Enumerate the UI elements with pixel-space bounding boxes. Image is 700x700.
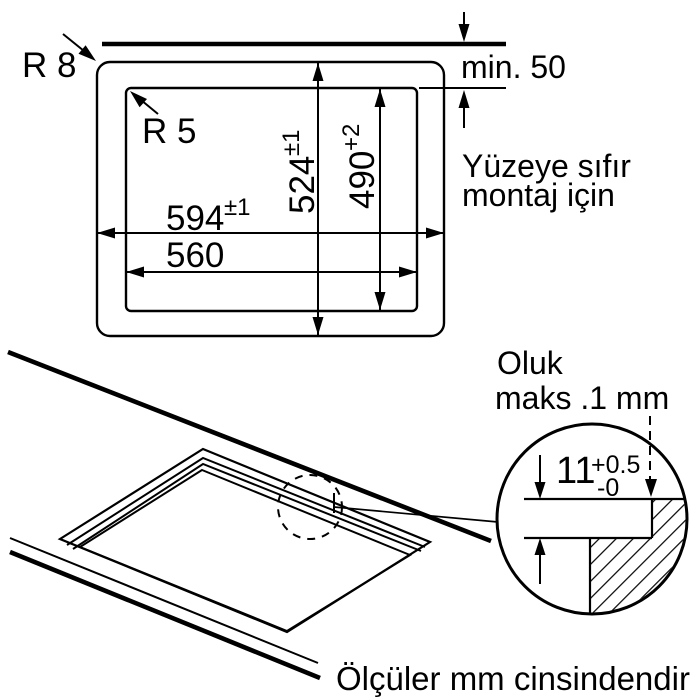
recess-step-outline-1 [66, 456, 426, 548]
arrowhead-down [645, 479, 657, 497]
arrowhead-up [534, 538, 546, 555]
recess-step-outline-2 [72, 462, 422, 552]
corner-radius-outer-label: R 8 [22, 46, 76, 85]
arrowhead-top [374, 89, 386, 107]
recess-depth-tolerance-minus: -0 [597, 474, 619, 502]
groove-callout: Oluk maks .1 mm [495, 345, 669, 497]
arrowhead [78, 45, 96, 61]
dimension-width-outer: 594 ±1 [97, 194, 444, 239]
worktop-back-edge [7, 349, 492, 544]
dimension-min-clearance: min. 50 [419, 12, 566, 128]
groove-note-line2: maks .1 mm [495, 380, 669, 416]
arrowhead-bottom [374, 292, 386, 310]
dimension-width-inner: 560 [126, 236, 417, 278]
dimension-recess-depth: 11 +0.5 -0 [534, 450, 640, 584]
isometric-view [7, 349, 499, 681]
callout-corner-radius-inner: R 5 [130, 91, 196, 151]
flush-note-line2: montaj için [462, 177, 615, 213]
outer-recess-rectangle [95, 60, 446, 338]
dim-width-outer-value: 594 [166, 199, 224, 238]
arrowhead-top [312, 63, 324, 81]
worktop-front-face-edge [9, 549, 321, 681]
flush-mounting-note: Yüzeye sıfır montaj için [462, 148, 631, 213]
groove-note-line1: Oluk [497, 345, 564, 381]
inner-cutout-rectangle [124, 86, 419, 313]
min-clearance-label: min. 50 [461, 49, 566, 85]
arrowhead-right [399, 266, 417, 278]
cutout-recess-outlines [57, 447, 433, 634]
dim-height-inner-tolerance: +2 [338, 124, 365, 151]
cutout-inner-outline [77, 468, 413, 633]
flush-note-line1: Yüzeye sıfır [462, 148, 631, 184]
dimension-height-inner: 490 +2 [338, 89, 386, 310]
dim-width-outer-tolerance: ±1 [224, 194, 251, 221]
worktop-hatched-section [590, 499, 686, 613]
recess-depth-tolerance-plus: +0.5 [591, 451, 640, 479]
detail-leader-line [333, 506, 499, 523]
top-view-plan: 594 ±1 560 524 ±1 490 +2 [22, 12, 631, 338]
worktop-front-top-edge [9, 537, 319, 664]
dim-height-outer-value: 524 [283, 156, 322, 214]
arrowhead-down [458, 24, 470, 42]
dim-width-inner-value: 560 [166, 236, 224, 275]
arrowhead-down [534, 482, 546, 499]
dim-height-inner-value: 490 [343, 151, 382, 209]
arrowhead-left [126, 266, 144, 278]
arrowhead-left [97, 227, 115, 239]
detail-section-view: 11 +0.5 -0 Oluk maks .1 mm [495, 345, 689, 616]
dim-height-outer-tolerance: ±1 [278, 129, 305, 156]
units-note: Ölçüler mm cinsindendir [336, 660, 690, 697]
arrowhead [130, 91, 147, 108]
arrowhead-right [426, 227, 444, 239]
arrowhead-bottom [312, 317, 324, 335]
arrowhead-up [458, 90, 470, 108]
recess-depth-value: 11 [556, 450, 595, 492]
callout-corner-radius-outer: R 8 [22, 33, 96, 85]
detail-balloon-circle [495, 422, 689, 616]
dimension-height-outer: 524 ±1 [278, 63, 324, 335]
corner-radius-inner-label: R 5 [142, 112, 196, 151]
